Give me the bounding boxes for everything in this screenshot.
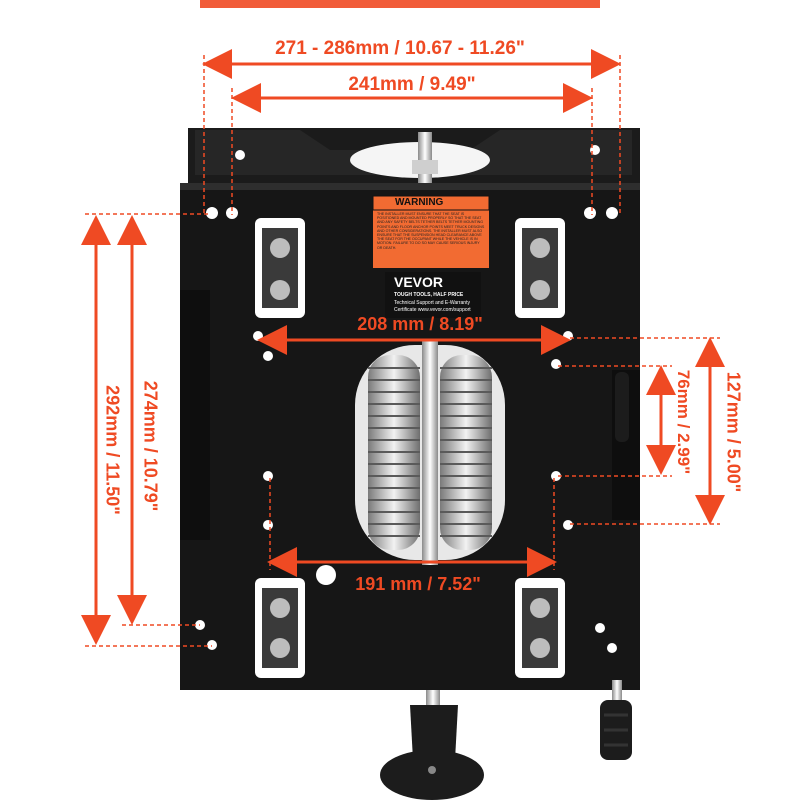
support-line-1: Technical Support and E-Warranty (394, 300, 470, 306)
dim-mid-lower: 191 mm / 7.52" (355, 574, 481, 594)
roller-slot-top-right (515, 218, 565, 318)
dimension-lines (81, 49, 725, 647)
header-title-strip (200, 0, 600, 8)
dim-left-inner: 274mm / 10.79" (140, 380, 161, 512)
roller-slot-bottom-left (255, 578, 305, 678)
dim-top-inner: 241mm / 9.49" (348, 74, 476, 95)
dim-left-outer: 292mm / 11.50" (102, 385, 123, 515)
roller-slot-top-left (255, 218, 305, 318)
dim-mid-upper: 208 mm / 8.19" (357, 314, 483, 334)
side-latch (615, 372, 629, 442)
warning-sticker (372, 195, 490, 268)
brand-name: VEVOR (394, 274, 444, 290)
spring-assembly (355, 340, 505, 565)
dim-right-outer: 127mm / 5.00" (723, 371, 744, 493)
dim-top-outer: 271 - 286mm / 10.67 - 11.26" (275, 38, 525, 59)
adjustment-knob (380, 690, 484, 800)
warning-title: WARNING (395, 197, 444, 208)
support-line-2: Certificate www.vevor.com/support (394, 307, 471, 313)
vevor-brand-label (385, 272, 481, 318)
side-lever-handle (600, 680, 632, 760)
roller-slot-bottom-right (515, 578, 565, 678)
brand-tagline: TOUGH TOOLS, HALF PRICE (394, 292, 464, 298)
dim-right-inner: 76mm / 2.99" (674, 369, 693, 475)
warning-body: THE INSTALLER MUST ENSURE THAT THE SEAT … (377, 212, 485, 250)
